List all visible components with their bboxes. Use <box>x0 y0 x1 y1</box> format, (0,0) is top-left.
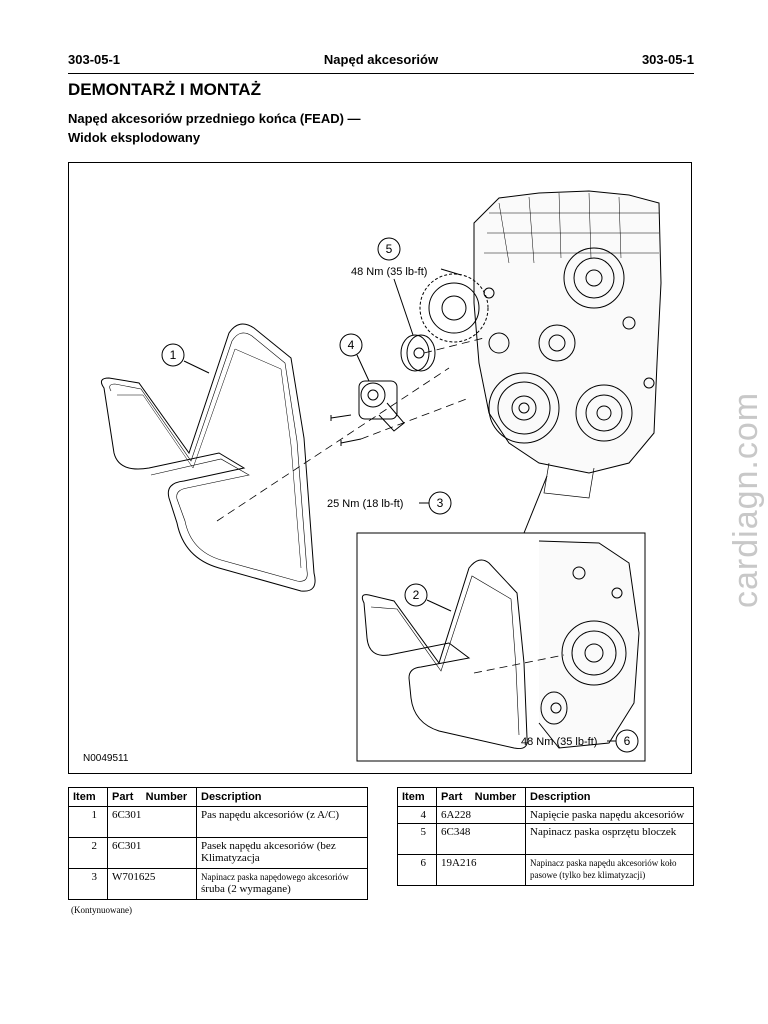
col-number: Number <box>474 791 517 803</box>
row-item: 6 <box>397 854 437 886</box>
callout-6-torque: 48 Nm (35 lb-ft) <box>521 736 597 748</box>
row-description: Napinacz paska osprzętu bloczek <box>525 823 694 855</box>
callout-6: 48 Nm (35 lb-ft) 6 <box>521 729 639 753</box>
inset-detail <box>356 532 646 762</box>
callout-4-number: 4 <box>348 338 355 352</box>
row-item: 3 <box>68 868 108 900</box>
row-item: 1 <box>68 806 108 838</box>
header-section-right: 303-05-1 <box>641 52 694 67</box>
row-part: 6C301 <box>107 837 197 869</box>
col-item: Item <box>68 787 108 807</box>
parts-table-left: Item Part Number Description 1 6C301 Pas… <box>68 787 368 900</box>
table-row: 5 6C348 Napinacz paska osprzętu bloczek <box>397 823 694 855</box>
col-description: Description <box>196 787 368 807</box>
callout-2-number: 2 <box>413 588 420 602</box>
table-row: 6 19A216 Napinacz paska napędu akcesorió… <box>397 854 694 886</box>
tensioner-drawing <box>358 380 405 432</box>
row-description: Pasek napędu akcesoriów (bez Klimatyzacj… <box>196 837 368 869</box>
page-title: DEMONTARŻ I MONTAŻ <box>68 80 261 99</box>
row-description: Napinacz paska napędu akcesoriów koło pa… <box>525 854 694 886</box>
subtitle-line-2: Widok eksplodowany <box>68 130 201 145</box>
inset-pointer <box>523 475 548 534</box>
callout-5: 5 48 Nm (35 lb-ft) <box>351 237 427 336</box>
callout-3-torque: 25 Nm (18 lb-ft) <box>327 498 403 510</box>
callout-3: 25 Nm (18 lb-ft) 3 <box>327 491 452 515</box>
row-part: 6A228 <box>436 806 526 824</box>
callout-5-torque: 48 Nm (35 lb-ft) <box>351 266 427 278</box>
table-row: 3 W701625 Napinacz paska napędowego akce… <box>68 868 368 900</box>
row-description: Napięcie paska napędu akcesoriów <box>525 806 694 824</box>
col-part: Part <box>112 791 134 803</box>
row-description: Napinacz paska napędowego akcesoriów śru… <box>196 868 368 900</box>
page-subtitle: Napęd akcesoriów przedniego końca (FEAD)… <box>68 109 361 147</box>
idler-pulley-drawing <box>400 334 436 372</box>
row-part: 19A216 <box>436 854 526 886</box>
assembly-lines <box>216 337 485 522</box>
exploded-view-drawing: 1 2 25 Nm (18 lb-ft) 3 4 5 48 Nm (35 lb-… <box>100 190 662 762</box>
row-part: W701625 <box>107 868 197 900</box>
figure-id: N0049511 <box>83 753 129 764</box>
col-part-number: Part Number <box>436 787 526 807</box>
col-item: Item <box>397 787 437 807</box>
row-description-line-1: Napinacz paska napędowego akcesoriów <box>201 872 349 882</box>
header-section-left: 303-05-1 <box>68 52 121 67</box>
row-item: 2 <box>68 837 108 869</box>
row-part: 6C301 <box>107 806 197 838</box>
header-section-title: Napęd akcesoriów <box>323 52 439 67</box>
engine-block-drawing <box>419 190 662 499</box>
header-rule <box>68 73 694 74</box>
page-header: 303-05-1 Napęd akcesoriów 303-05-1 <box>68 52 694 72</box>
subtitle-line-1: Napęd akcesoriów przedniego końca (FEAD)… <box>68 111 361 126</box>
continued-note: (Kontynuowane) <box>71 905 132 915</box>
table-header-row: Item Part Number Description <box>68 787 368 807</box>
table-row: 2 6C301 Pasek napędu akcesoriów (bez Kli… <box>68 837 368 869</box>
callout-3-number: 3 <box>437 496 444 510</box>
callout-6-number: 6 <box>624 734 631 748</box>
row-description-line-2: śruba (2 wymagane) <box>201 883 291 895</box>
callout-1: 1 <box>161 343 210 374</box>
callout-4: 4 <box>339 333 370 382</box>
callout-2: 2 <box>404 583 452 612</box>
row-item: 4 <box>397 806 437 824</box>
callout-5-number: 5 <box>386 242 393 256</box>
watermark: cardiagn.com <box>727 391 765 609</box>
belt-1-drawing <box>100 323 316 592</box>
tensioner-bolts-drawing <box>330 414 362 446</box>
row-item: 5 <box>397 823 437 855</box>
callout-1-number: 1 <box>170 348 177 362</box>
row-part: 6C348 <box>436 823 526 855</box>
parts-table-right: Item Part Number Description 4 6A228 Nap… <box>397 787 694 886</box>
table-row: 4 6A228 Napięcie paska napędu akcesoriów <box>397 806 694 824</box>
col-part-number: Part Number <box>107 787 197 807</box>
col-part: Part <box>441 791 463 803</box>
exploded-view-figure: 1 2 25 Nm (18 lb-ft) 3 4 5 48 Nm (35 lb-… <box>68 162 692 774</box>
table-row: 1 6C301 Pas napędu akcesoriów (z A/C) <box>68 806 368 838</box>
row-description: Pas napędu akcesoriów (z A/C) <box>196 806 368 838</box>
col-number: Number <box>145 791 188 803</box>
table-header-row: Item Part Number Description <box>397 787 694 807</box>
col-description: Description <box>525 787 694 807</box>
